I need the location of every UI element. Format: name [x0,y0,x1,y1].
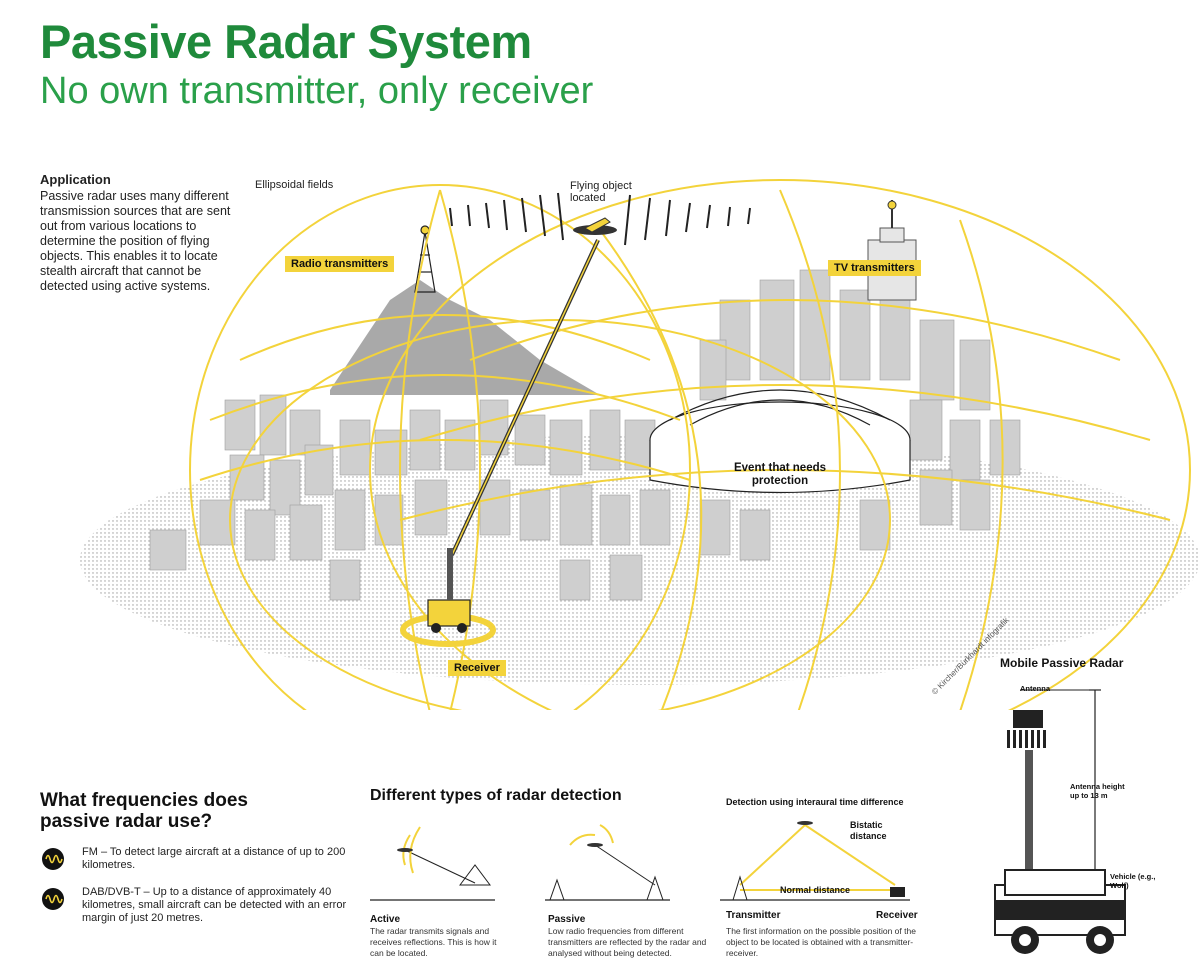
normal-distance-label: Normal distance [780,885,851,895]
receiver-tag: Receiver [448,660,506,676]
antenna-height-label: Antenna height up to 13 m [1070,782,1125,800]
ellipsoidal-fields-label: Ellipsoidal fields [255,179,334,191]
aircraft-icon [573,217,617,235]
active-title: Active [370,914,401,925]
interaural-receiver-label: Receiver [876,910,918,921]
page-subtitle: No own transmitter, only receiver [40,70,594,112]
radio-transmitters-tag: Radio transmitters [285,256,395,272]
active-text: The radar transmits signals and receives… [370,926,497,958]
antenna-label: Antenna [1020,684,1050,693]
waveform-icon [42,848,64,870]
interaural-text: The first information on the possible po… [726,926,916,958]
frequency-dab-text: DAB/DVB-T – Up to a distance of approxim… [82,886,347,924]
page-title: Passive Radar System [40,15,532,68]
flying-object-label: Flying object located [570,180,632,204]
vehicle-label: Vehicle (e.g., Wolf) [1110,872,1156,890]
event-label: Event that needs protection [733,462,827,487]
detection-diagrams [370,821,910,901]
interaural-heading: Detection using interaural time differen… [726,797,904,807]
receiver-vehicle [427,548,471,633]
city-buildings-right [699,269,1021,561]
detection-types-heading: Different types of radar detection [370,787,622,804]
frequencies-heading: What frequencies does passive radar use? [40,790,248,832]
interaural-diagram [720,821,910,901]
frequency-fm-text: FM – To detect large aircraft at a dista… [82,846,346,871]
signal-waves [449,192,751,246]
mobile-radar-illustration [994,689,1126,954]
application-heading: Application [40,172,111,187]
vehicle [994,869,1126,954]
bistatic-label: Bistatic distance [850,820,887,841]
active-diagram [370,826,495,901]
application-text: Passive radar uses many different transm… [40,189,231,293]
transmitter-label: Transmitter [726,910,781,921]
passive-diagram [545,824,670,901]
tv-transmitter-tower [867,200,917,301]
passive-text: Low radio frequencies from different tra… [548,926,707,958]
city-buildings-left [149,394,671,601]
tv-transmitters-tag: TV transmitters [828,260,921,276]
waveform-icon [42,888,64,910]
stadium [649,389,911,494]
radar-scene-illustration [80,179,1200,710]
passive-title: Passive [548,914,586,925]
mobile-radar-heading: Mobile Passive Radar [1000,656,1124,670]
